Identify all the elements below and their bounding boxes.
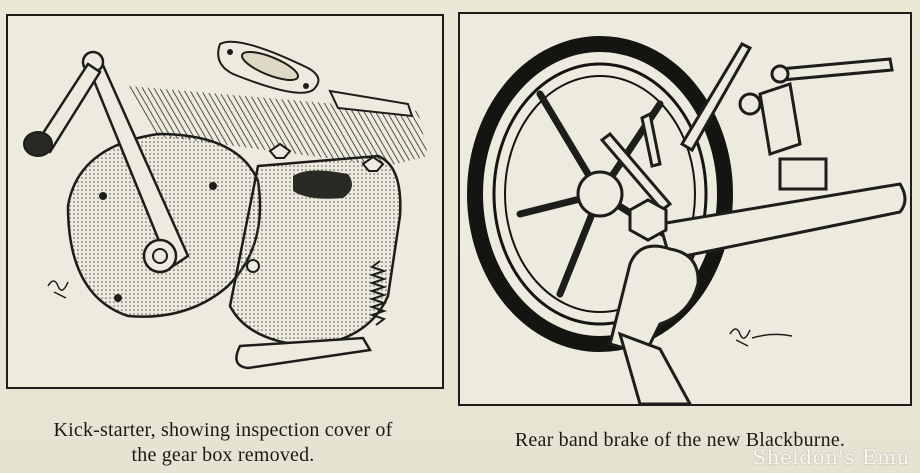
brake-lever (738, 57, 894, 191)
wing-nuts (268, 142, 385, 172)
gear-part (328, 89, 414, 118)
left-caption: Kick-starter, showing inspection cover o… (10, 418, 436, 468)
gearbox-casing (66, 132, 402, 348)
kick-starter-drawing (23, 40, 428, 370)
band-brake-illustration (458, 12, 912, 406)
frame-tube (658, 182, 907, 261)
artist-signature (47, 280, 69, 299)
kick-starter-crank (23, 50, 190, 274)
artist-signature (729, 328, 793, 347)
kick-starter-illustration (6, 14, 444, 389)
pedal-arm (235, 336, 373, 370)
hand (608, 244, 700, 404)
axle-nut (628, 198, 668, 242)
gearbox-opening (293, 170, 352, 199)
right-caption: Rear band brake of the new Blackburne. (514, 429, 846, 451)
watermark: Sheldon's Emu (752, 445, 910, 469)
hub (576, 170, 624, 218)
brake-rods (599, 42, 753, 213)
band-brake-drawing (467, 36, 907, 404)
left-caption-line-2: the gear box removed. (131, 444, 315, 466)
inspection-cover (217, 40, 320, 94)
spring (368, 260, 388, 326)
left-caption-line-1: Kick-starter, showing inspection cover o… (53, 419, 393, 441)
